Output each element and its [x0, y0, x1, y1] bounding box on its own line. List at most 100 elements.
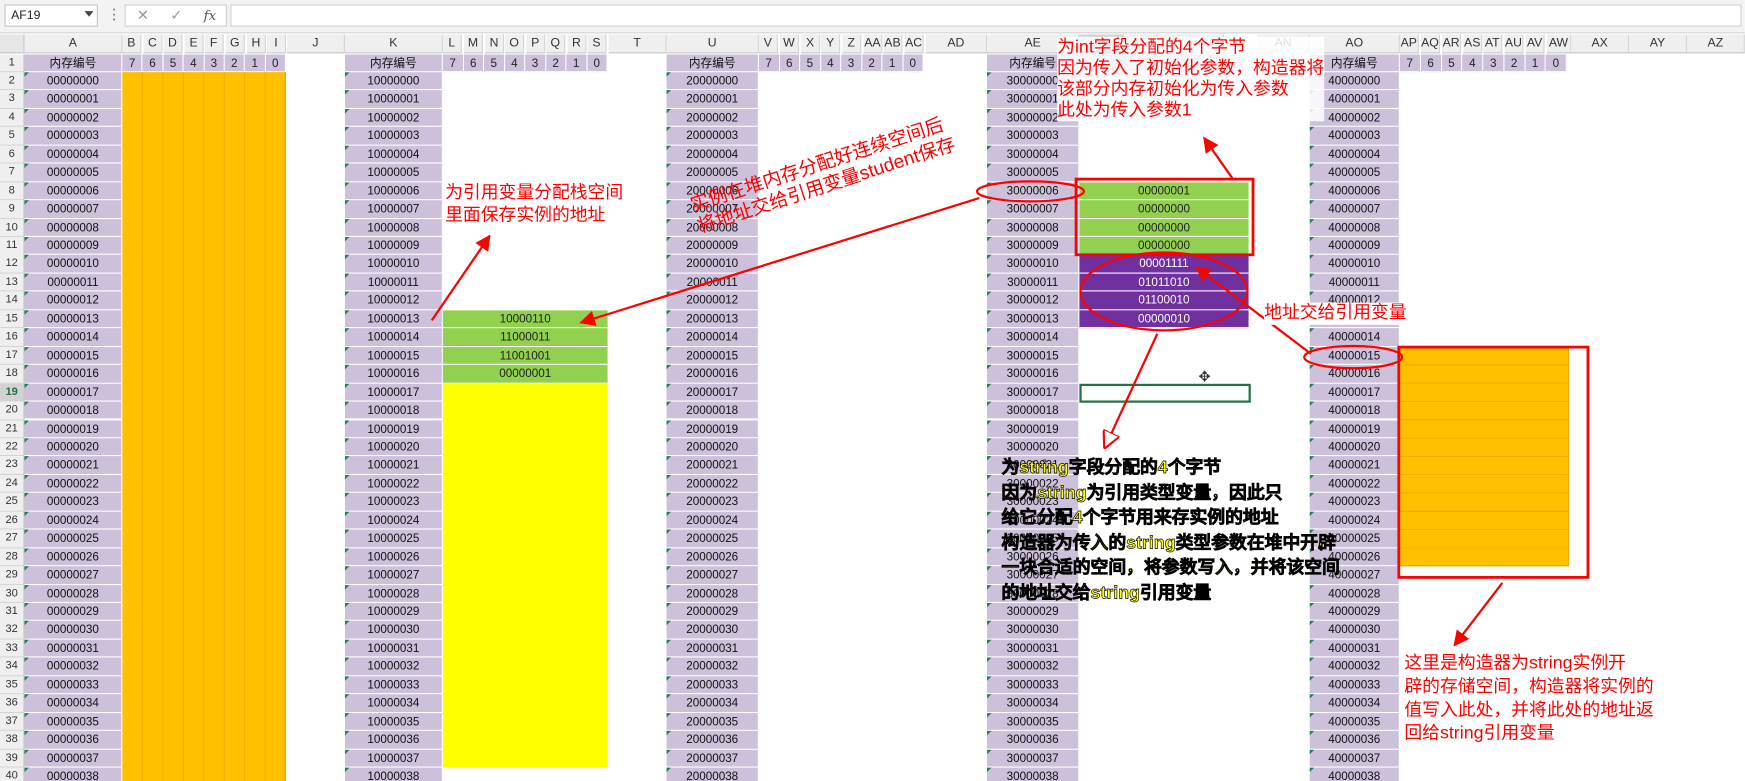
address-cell[interactable]: 10000038 [344, 767, 443, 781]
address-cell[interactable]: 30000034 [987, 694, 1080, 713]
bit-header-cell[interactable]: 2 [861, 53, 883, 73]
address-cell[interactable]: 30000021 [987, 456, 1080, 475]
column-header-au[interactable]: AU [1504, 34, 1524, 54]
address-cell[interactable]: 30000024 [987, 511, 1080, 530]
address-cell[interactable]: 30000019 [987, 419, 1080, 439]
address-cell[interactable]: 40000017 [1309, 383, 1400, 402]
address-cell[interactable]: 00000015 [24, 346, 123, 366]
address-cell[interactable]: 40000032 [1309, 657, 1400, 677]
address-cell[interactable]: 10000035 [344, 712, 443, 732]
row-header-26[interactable]: 26 [0, 511, 25, 530]
address-cell[interactable]: 00000021 [24, 456, 123, 475]
stack-ref-cell[interactable]: 11001001 [442, 346, 608, 366]
address-cell[interactable]: 10000021 [344, 456, 443, 475]
int-field-cell[interactable]: 00000000 [1079, 236, 1249, 256]
address-cell[interactable]: 30000006 [987, 182, 1080, 201]
string-ref-cell[interactable]: 01011010 [1079, 273, 1249, 292]
bit-header-cell[interactable]: 2 [1504, 53, 1526, 73]
row-header-16[interactable]: 16 [0, 328, 25, 347]
address-cell[interactable]: 10000019 [344, 419, 443, 439]
column-header-at[interactable]: AT [1483, 34, 1503, 54]
address-cell[interactable]: 10000022 [344, 474, 443, 494]
address-cell[interactable]: 30000026 [987, 548, 1080, 567]
row-header-28[interactable]: 28 [0, 548, 25, 567]
address-cell[interactable]: 00000031 [24, 639, 123, 658]
address-cell[interactable]: 20000038 [666, 767, 759, 781]
formula-input[interactable] [230, 4, 1742, 27]
address-cell[interactable]: 20000020 [666, 438, 759, 457]
address-cell[interactable]: 40000033 [1309, 676, 1400, 695]
address-cell[interactable]: 30000025 [987, 529, 1080, 549]
row-header-8[interactable]: 8 [0, 182, 25, 201]
row-header-38[interactable]: 38 [0, 731, 25, 750]
address-cell[interactable]: 10000025 [344, 529, 443, 549]
bit-header-cell[interactable]: 0 [903, 53, 924, 73]
address-cell[interactable]: 20000004 [666, 145, 759, 164]
column-header-ap[interactable]: AP [1399, 34, 1419, 54]
column-header-ao[interactable]: AO [1309, 34, 1400, 54]
address-cell[interactable]: 30000036 [987, 731, 1080, 750]
string-instance-block[interactable] [1399, 346, 1570, 567]
column-header-v[interactable]: V [758, 34, 778, 54]
more-options-icon[interactable]: ⋮ [106, 5, 122, 23]
address-cell[interactable]: 40000001 [1309, 90, 1400, 109]
row-header-10[interactable]: 10 [0, 218, 25, 238]
row-header-13[interactable]: 13 [0, 273, 25, 292]
address-cell[interactable]: 10000037 [344, 749, 443, 768]
address-cell[interactable]: 10000027 [344, 566, 443, 585]
address-cell[interactable]: 40000037 [1309, 749, 1400, 768]
column-header-i[interactable]: I [267, 34, 286, 54]
address-cell[interactable]: 30000014 [987, 328, 1080, 347]
row-header-29[interactable]: 29 [0, 566, 25, 585]
address-cell[interactable]: 10000031 [344, 639, 443, 658]
bit-header-cell[interactable]: 4 [1462, 53, 1484, 73]
address-cell[interactable]: 10000013 [344, 310, 443, 329]
bit-header-cell[interactable]: 6 [142, 53, 164, 73]
address-cell[interactable]: 00000038 [24, 767, 123, 781]
address-cell[interactable]: 00000018 [24, 401, 123, 420]
bit-header-cell[interactable]: 7 [1399, 53, 1421, 73]
column-header-m[interactable]: M [464, 34, 483, 54]
address-cell[interactable]: 30000035 [987, 712, 1080, 732]
column-header-c[interactable]: C [143, 34, 163, 54]
address-cell[interactable]: 10000014 [344, 328, 443, 347]
address-cell[interactable]: 00000010 [24, 255, 123, 274]
row-header-2[interactable]: 2 [0, 72, 25, 91]
address-cell[interactable]: 40000018 [1309, 401, 1400, 420]
cancel-icon[interactable]: ✕ [136, 6, 150, 24]
address-cell[interactable]: 10000026 [344, 548, 443, 567]
address-cell[interactable]: 30000007 [987, 200, 1080, 219]
address-cell[interactable]: 10000033 [344, 676, 443, 695]
column-header-u[interactable]: U [666, 34, 759, 54]
address-cell[interactable]: 00000037 [24, 749, 123, 768]
column-header-p[interactable]: P [526, 34, 546, 54]
bit-header-cell[interactable]: 6 [1420, 53, 1442, 73]
address-cell[interactable]: 10000004 [344, 145, 443, 164]
address-cell[interactable]: 10000009 [344, 236, 443, 256]
address-header[interactable]: 内存编号 [24, 53, 123, 73]
row-header-5[interactable]: 5 [0, 127, 25, 146]
row-header-21[interactable]: 21 [0, 419, 25, 439]
row-header-15[interactable]: 15 [0, 310, 25, 329]
address-cell[interactable]: 00000003 [24, 127, 123, 146]
address-cell[interactable]: 00000023 [24, 493, 123, 512]
address-header[interactable]: 内存编号 [344, 53, 443, 73]
address-cell[interactable]: 30000010 [987, 255, 1080, 274]
bit-header-cell[interactable]: 7 [758, 53, 780, 73]
row-header-20[interactable]: 20 [0, 401, 25, 421]
address-cell[interactable]: 00000036 [24, 731, 123, 750]
address-cell[interactable]: 10000024 [344, 511, 443, 530]
row-header-14[interactable]: 14 [0, 291, 25, 311]
address-cell[interactable]: 00000007 [24, 200, 123, 219]
column-header-a[interactable]: A [24, 34, 123, 54]
address-cell[interactable]: 20000026 [666, 548, 759, 567]
address-cell[interactable]: 30000015 [987, 346, 1080, 366]
address-cell[interactable]: 40000022 [1309, 474, 1400, 494]
row-header-17[interactable]: 17 [0, 346, 25, 366]
address-header[interactable]: 内存编号 [1309, 53, 1400, 73]
bit-header-cell[interactable]: 4 [820, 53, 842, 73]
address-cell[interactable]: 00000009 [24, 236, 123, 256]
address-cell[interactable]: 40000008 [1309, 218, 1400, 237]
bit-header-cell[interactable]: 0 [265, 53, 286, 73]
bit-header-cell[interactable]: 7 [442, 53, 464, 73]
